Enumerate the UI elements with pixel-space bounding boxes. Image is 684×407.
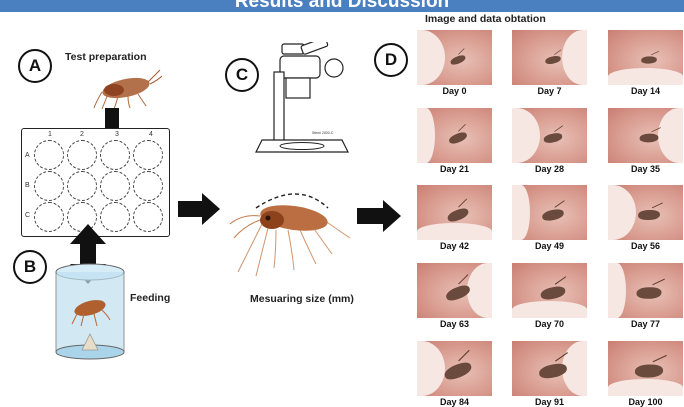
day-photo [417,263,492,318]
panel-b-label: B [13,250,47,284]
microscope-model-label: Stemi 2000-C [312,131,334,135]
day-photo [608,341,683,396]
cone-shape [417,223,492,240]
panel-d-title: Image and data obtation [425,13,546,25]
day-label: Day 84 [417,397,492,407]
well [133,171,163,201]
panel-b-title: Feeding [130,292,170,304]
day-label: Day 70 [512,319,587,329]
day-label: Day 91 [512,397,587,407]
plate-col-2: 2 [80,131,84,138]
stereo-microscope-icon: Stemi 2000-C [252,42,352,162]
amphipod-specimen [446,207,470,224]
measured-amphipod-icon [228,178,358,288]
well [67,140,97,170]
day-label: Day 35 [608,164,683,174]
day-photo [512,185,587,240]
panel-d-label: D [374,43,408,77]
cone-shape [608,263,626,318]
well [34,140,64,170]
day-photo [512,341,587,396]
day-label: Day 56 [608,241,683,251]
amphipod-specimen [443,360,474,382]
day-photo [608,263,683,318]
amphipod-specimen [543,132,563,144]
well [34,171,64,201]
cone-shape [608,185,636,240]
amphipod-specimen [541,208,564,222]
cone-shape [512,185,530,240]
section-title: Results and Discussion [0,0,684,12]
amphipod-specimen [637,287,662,299]
day-label: Day 100 [608,397,683,407]
day-photo [608,108,683,163]
cone-shape [512,301,587,318]
section-banner: Results and Discussion [0,0,684,12]
amphipod-specimen [545,55,562,65]
well [133,202,163,232]
plate-col-1: 1 [48,131,52,138]
day-photo [512,263,587,318]
day-photo [417,341,492,396]
cone-shape [512,108,540,163]
cone-shape [467,263,492,318]
day-label: Day 14 [608,86,683,96]
amphipod-specimen [635,365,663,378]
day-photo [512,108,587,163]
day-photo [512,30,587,85]
day-photo [608,30,683,85]
amphipod-icon [92,66,162,110]
amphipod-specimen [449,54,466,66]
cone-shape [562,30,587,85]
day-photo [608,185,683,240]
day-label: Day 28 [512,164,587,174]
panel-c-title: Mesuaring size (mm) [250,293,354,305]
day-label: Day 7 [512,86,587,96]
panel-a-label: A [18,49,52,83]
day-label: Day 42 [417,241,492,251]
plate-col-3: 3 [115,131,119,138]
amphipod-specimen [638,210,660,220]
day-label: Day 49 [512,241,587,251]
arrow-right-icon [357,200,401,232]
well [34,202,64,232]
well-plate: 1 2 3 4 A B C [21,128,170,237]
well [100,140,130,170]
day-label: Day 21 [417,164,492,174]
arrow-right-icon [178,193,220,225]
day-label: Day 63 [417,319,492,329]
day-photo [417,185,492,240]
amphipod-specimen [540,285,567,301]
day-photo [417,108,492,163]
plate-row-a: A [25,152,30,159]
cone-shape [417,108,435,163]
well [67,171,97,201]
day-photo [417,30,492,85]
plate-col-4: 4 [149,131,153,138]
feeding-beaker-icon [50,262,130,362]
cone-shape [658,108,683,163]
panel-a-title: Test preparation [65,51,147,63]
amphipod-specimen [641,56,657,63]
amphipod-specimen [448,131,469,146]
day-label: Day 77 [608,319,683,329]
plate-row-c: C [25,212,30,219]
well [100,171,130,201]
cone-shape [417,341,445,396]
plate-row-b: B [25,182,30,189]
day-label: Day 0 [417,86,492,96]
well [133,140,163,170]
cone-shape [608,379,683,396]
cone-shape [417,30,445,85]
cone-shape [608,68,683,85]
amphipod-specimen [640,134,659,143]
